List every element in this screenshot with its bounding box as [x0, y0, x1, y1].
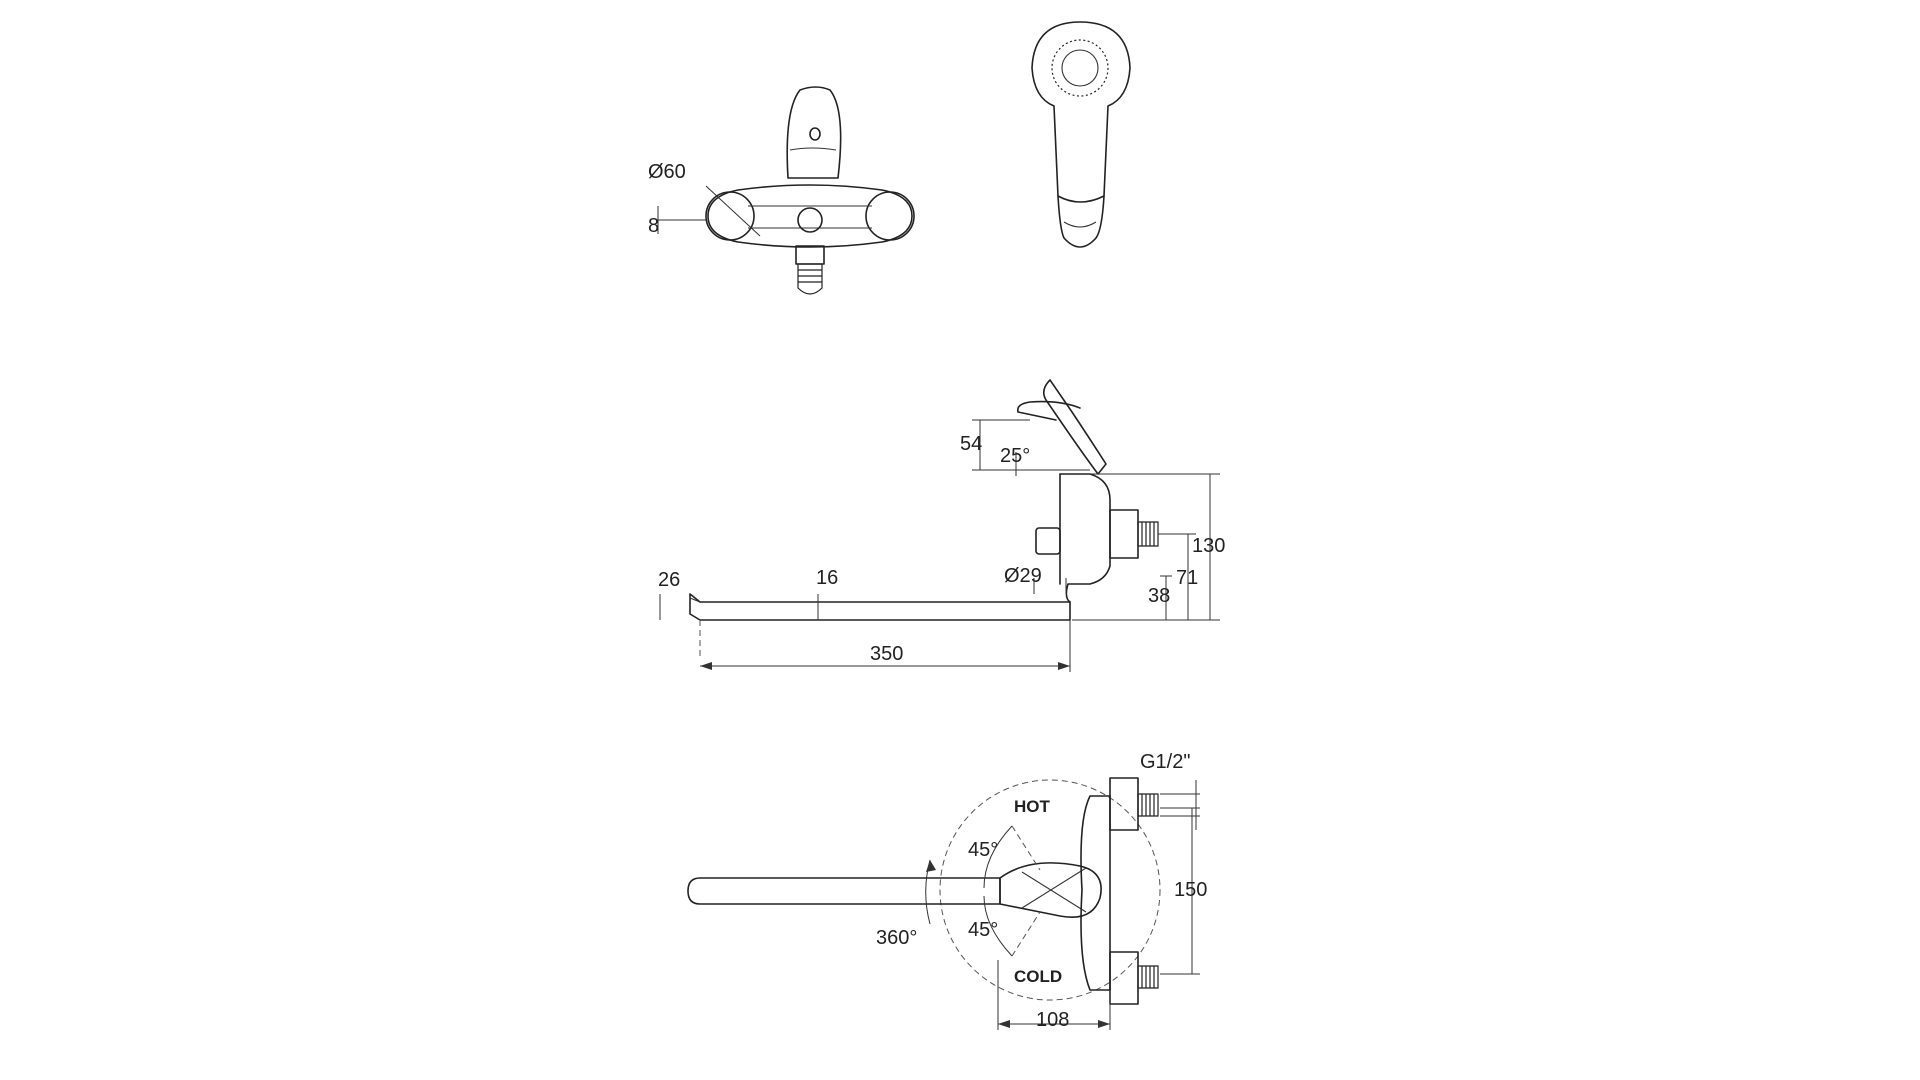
hot-connector	[1109, 777, 1139, 831]
outlet-thread	[797, 263, 823, 295]
lever-detail	[789, 147, 837, 151]
shower-grip-ridge	[1057, 195, 1105, 203]
lever-height-label: 54	[960, 433, 982, 455]
lever-handle-side	[1016, 400, 1081, 421]
diameter-leader	[705, 185, 761, 237]
base-height-label: 38	[1148, 585, 1170, 607]
top-view: G1/2" HOT COLD 45° 45° 360° 150 108	[687, 751, 1207, 1031]
mixer-body-side	[1059, 473, 1111, 603]
body-inner-lines	[748, 205, 872, 229]
offset-label: 8	[648, 215, 659, 237]
depth-label: 108	[1036, 1009, 1069, 1031]
lever-top	[999, 862, 1102, 918]
right-wall-flange	[865, 191, 915, 241]
body-height-label: 130	[1192, 535, 1225, 557]
diverter-knob-side	[1035, 527, 1061, 555]
hand-shower	[1031, 21, 1131, 248]
diverter-knob	[797, 207, 823, 233]
lever-side	[1042, 379, 1107, 475]
lever-cap-dot	[809, 127, 821, 141]
mixer-body-front	[707, 184, 913, 248]
left-wall-flange	[705, 191, 755, 241]
lever-angle-label: 25°	[1000, 445, 1030, 467]
cold-angle-label: 45°	[968, 919, 998, 941]
lever-front	[786, 86, 842, 179]
inlet-flange-side	[1109, 509, 1139, 559]
cold-label: COLD	[1014, 967, 1062, 986]
hot-label: HOT	[1014, 797, 1051, 816]
spout-top	[687, 877, 1001, 905]
hot-thread	[1137, 793, 1159, 817]
hot-angle-label: 45°	[968, 839, 998, 861]
inlet-thread-side	[1137, 521, 1159, 547]
cold-thread	[1137, 965, 1159, 989]
shower-handle-outline	[1031, 21, 1131, 248]
diameter-label: Ø60	[648, 161, 686, 183]
body-top	[1080, 795, 1111, 991]
thread-label: G1/2"	[1140, 751, 1190, 773]
spout-thickness-label: 16	[816, 567, 838, 589]
shower-spray-face	[1051, 39, 1109, 97]
outlet-neck	[795, 245, 825, 265]
rotation-circle	[939, 779, 1161, 1001]
front-view-mixer: Ø60 8	[648, 86, 915, 295]
spout-tip-label: 26	[658, 569, 680, 591]
inlet-height-label: 71	[1176, 567, 1198, 589]
inlet-spacing-label: 150	[1174, 879, 1207, 901]
spout-side	[689, 593, 1071, 621]
rotation-label: 360°	[876, 927, 917, 949]
side-view: 54 25° 130 71 Ø29 38 26 16 350	[658, 379, 1225, 672]
outlet-diameter-label: Ø29	[1004, 565, 1042, 587]
cold-connector	[1109, 951, 1139, 1005]
spout-reach-label: 350	[870, 643, 903, 665]
